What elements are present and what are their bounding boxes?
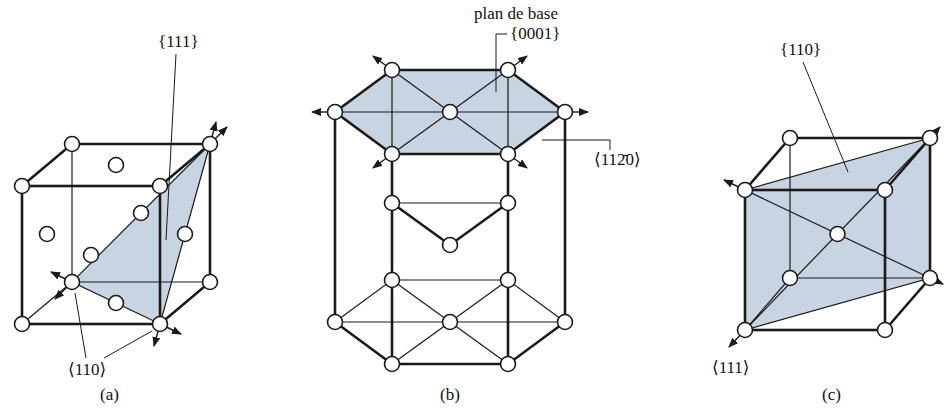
cell-edges: [335, 70, 565, 364]
layer-lines: [335, 70, 565, 364]
slip-directions: [51, 122, 227, 346]
plane-label: {0001}: [510, 24, 560, 44]
figure-label: (c): [822, 385, 841, 405]
atoms: [738, 131, 938, 338]
slip-plane: [745, 138, 930, 330]
hidden-edges: [335, 70, 565, 322]
plane-name: plan de base: [474, 4, 558, 24]
direction-label: ⟨111⟩: [712, 358, 750, 378]
hidden-edges: [22, 144, 210, 324]
plane-outline: [745, 138, 930, 330]
hcp-cell: [312, 34, 610, 372]
direction-label: ⟨112̄0⟩: [594, 150, 641, 170]
atoms: [15, 137, 218, 332]
leader-lines: [75, 54, 176, 358]
leader-lines: [496, 34, 610, 150]
basal-plane: [335, 70, 565, 154]
leader-lines: [803, 62, 848, 172]
slip-directions: [312, 56, 588, 168]
fcc-cell: [15, 54, 228, 358]
bcc-cell: [724, 62, 943, 347]
direction-label: ⟨110⟩: [68, 360, 106, 380]
slip-plane: [72, 144, 210, 324]
figure-label: (b): [440, 385, 460, 405]
slip-directions: [724, 127, 943, 347]
cell-edges: [745, 138, 930, 330]
hidden-edges: [745, 138, 930, 330]
plane-label: {111}: [158, 32, 199, 52]
plane-outline: [72, 144, 210, 324]
plane-label: {110}: [780, 40, 821, 60]
atoms: [328, 63, 573, 372]
figure-label: (a): [100, 385, 119, 405]
cell-edges: [22, 144, 210, 324]
